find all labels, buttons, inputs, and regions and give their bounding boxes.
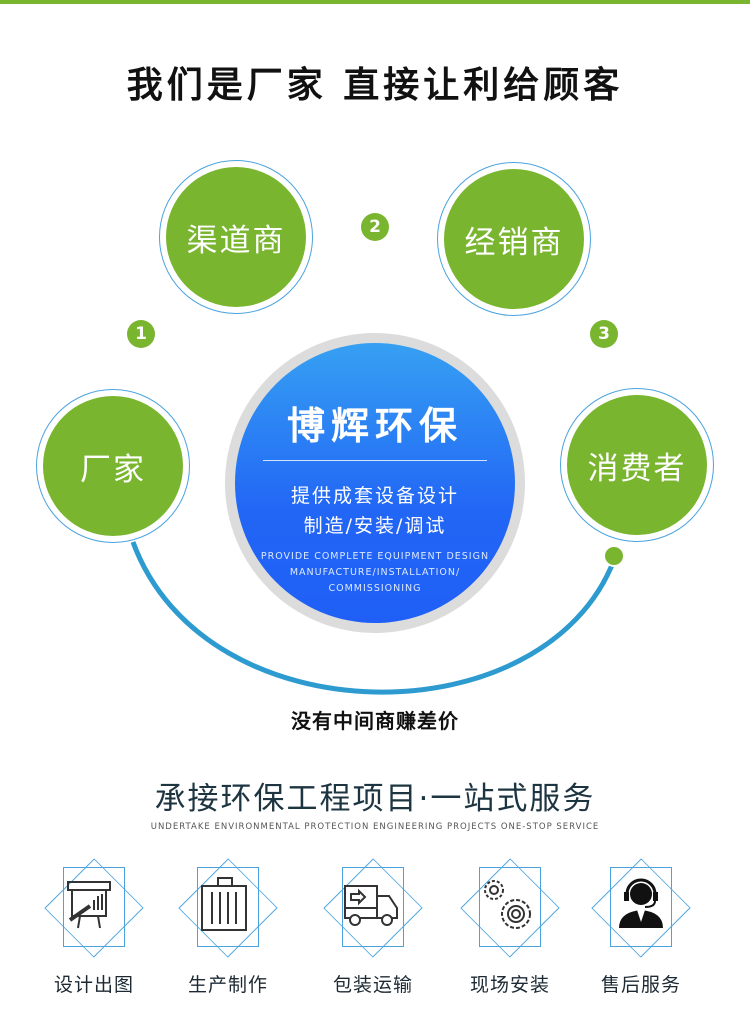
truck-icon [344,885,398,926]
service-label: 包装运输 [332,974,413,996]
services-title: 承接环保工程项目·一站式服务 [154,781,596,817]
service-production: 生产制作 [168,852,288,1012]
service-label: 生产制作 [187,974,268,996]
slogan: 没有中间商赚差价 [291,709,459,733]
service-design: 设计出图 [34,852,154,1012]
node-label: 厂家 [43,396,183,536]
service-after-sales: 售后服务 [581,852,701,1012]
step-badge-3: 3 [590,320,618,348]
step-badge-2: 2 [361,213,389,241]
step-badge-1: 1 [127,320,155,348]
page-title: 我们是厂家 直接让利给顾客 [126,65,624,106]
presentation-board-icon [67,881,111,929]
brand-name: 博辉环保 [286,404,463,448]
service-installation: 现场安装 [450,852,570,1012]
center-line-2: 制造/安装/调试 [303,515,447,537]
center-brand-circle: 博辉环保 提供成套设备设计 制造/安装/调试 PROVIDE COMPLETE … [225,333,525,633]
en-line: COMMISSIONING [328,583,422,594]
divider [263,460,487,461]
node-consumer: 消费者 [560,388,714,542]
cabinet-icon [201,877,247,931]
headset-agent-icon [619,878,663,928]
en-line: PROVIDE COMPLETE EQUIPMENT DESIGN [260,551,490,562]
service-label: 现场安装 [469,974,550,996]
service-label: 售后服务 [600,974,681,996]
service-shipping: 包装运输 [313,852,433,1012]
center-line-1: 提供成套设备设计 [290,485,459,507]
center-english: PROVIDE COMPLETE EQUIPMENT DESIGN MANUFA… [235,549,515,597]
node-distributor: 经销商 [437,162,591,316]
node-channel: 渠道商 [159,160,313,314]
node-label: 经销商 [444,169,584,309]
arc-end-dot [603,545,625,567]
en-line: MANUFACTURE/INSTALLATION/ [289,567,461,578]
node-label: 消费者 [567,395,707,535]
service-label: 设计出图 [53,974,134,996]
node-factory: 厂家 [36,389,190,543]
gears-icon [484,880,531,929]
services-subtitle: UNDERTAKE ENVIRONMENTAL PROTECTION ENGIN… [150,822,600,832]
top-accent-bar [0,0,750,4]
node-label: 渠道商 [166,167,306,307]
